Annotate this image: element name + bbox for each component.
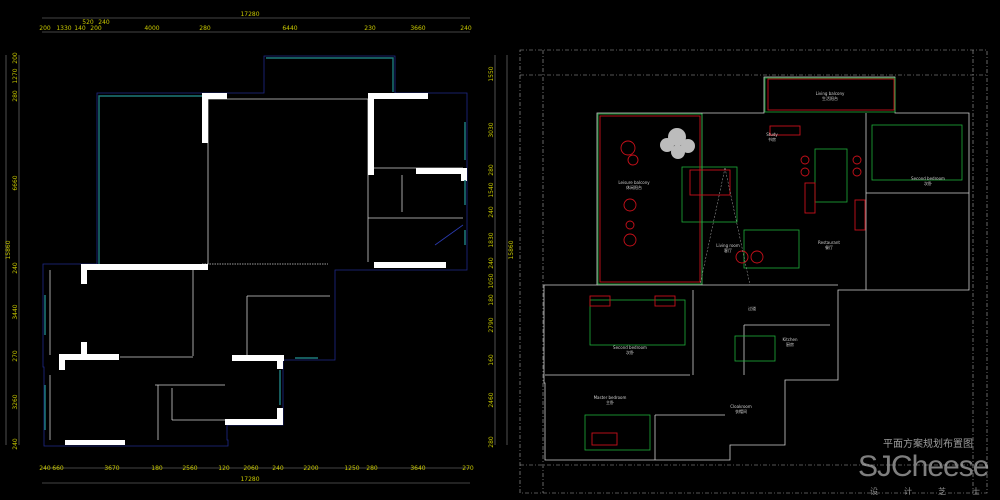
dims-bottom: 240 660 3670 180 2560 120 2060 240 2200 … xyxy=(39,465,474,472)
room-label-zh: 生活阳台 xyxy=(822,95,838,101)
dim: 1250 xyxy=(344,465,359,472)
room-label-en: Second bedroom xyxy=(911,176,945,181)
room-label-en: Study xyxy=(766,132,778,137)
room-label-en: Living balcony xyxy=(816,91,845,96)
left-plan-walls xyxy=(59,93,467,445)
dim: 1330 xyxy=(56,25,71,32)
room-label-en: Second bedroom xyxy=(613,345,647,350)
dims-right: 1550 3030 280 1540 240 1830 240 1050 180… xyxy=(488,66,495,448)
dim: 240 xyxy=(98,19,110,26)
room-label-zh: 主卧 xyxy=(606,399,614,405)
dim-left-total: 15860 xyxy=(5,240,12,259)
dim: 240 xyxy=(488,206,495,218)
dim: 200 xyxy=(12,52,19,64)
dim: 140 xyxy=(74,25,86,32)
dim: 280 xyxy=(366,465,378,472)
dims-top: 200 1330 140 520 200 240 4000 280 6440 2… xyxy=(39,19,472,32)
watermark-subtitle: 设计芝士 xyxy=(870,487,1000,496)
dim: 6660 xyxy=(12,175,19,190)
dim: 200 xyxy=(39,25,51,32)
left-floor-plan xyxy=(42,55,468,447)
corridor-label: 过道 xyxy=(748,305,756,311)
dim: 200 xyxy=(90,25,102,32)
dimension-lines-left-plan xyxy=(5,17,508,484)
dim: 3660 xyxy=(410,25,425,32)
watermark-logo: SJCheese xyxy=(858,450,989,483)
left-plan-windows xyxy=(44,122,466,430)
dim: 280 xyxy=(12,90,19,102)
dim: 1550 xyxy=(488,66,495,81)
drawing-title: 平面方案规划布置图 xyxy=(883,439,973,450)
dim: 230 xyxy=(364,25,376,32)
dim: 2560 xyxy=(182,465,197,472)
room-label-en: Cloakroom xyxy=(730,404,752,409)
room-label-zh: 次卧 xyxy=(924,180,932,186)
dim: 3440 xyxy=(12,304,19,319)
dim-right-total: 15860 xyxy=(508,240,515,259)
room-label-en: Kitchen xyxy=(782,337,797,342)
dim: 240 xyxy=(12,438,19,450)
dim: 240 xyxy=(460,25,472,32)
dim: 240 xyxy=(272,465,284,472)
plant-icon xyxy=(660,128,695,159)
dim: 270 xyxy=(12,350,19,362)
dim: 120 xyxy=(218,465,230,472)
room-label-zh: 书房 xyxy=(768,136,776,142)
dim: 240 xyxy=(488,257,495,269)
dim: 240 xyxy=(39,465,51,472)
room-label-en: Master bedroom xyxy=(594,395,627,400)
dim: 2200 xyxy=(303,465,318,472)
dim: 660 xyxy=(52,465,64,472)
dim: 280 xyxy=(488,436,495,448)
right-plan-red-furniture xyxy=(589,78,895,446)
right-plan-green xyxy=(584,77,963,451)
dim: 3030 xyxy=(488,122,495,137)
room-label-zh: 衣帽间 xyxy=(735,408,747,414)
dim: 2460 xyxy=(488,392,495,407)
dim-top-total: 17280 xyxy=(240,11,259,18)
dim: 270 xyxy=(462,465,474,472)
dim: 2060 xyxy=(243,465,258,472)
dim: 3670 xyxy=(104,465,119,472)
living-room-light-cone xyxy=(699,167,751,286)
dim: 180 xyxy=(151,465,163,472)
dims-left: 200 1270 280 6660 240 3440 270 3260 240 xyxy=(12,52,19,450)
room-label-en: Restaurant xyxy=(818,240,840,245)
dim: 240 xyxy=(12,262,19,274)
room-label-zh: 厨房 xyxy=(786,341,794,347)
room-label-zh: 客厅 xyxy=(724,247,732,253)
room-label-zh: 餐厅 xyxy=(825,244,833,250)
dim: 1270 xyxy=(12,68,19,83)
dim: 160 xyxy=(488,354,495,366)
dim: 280 xyxy=(199,25,211,32)
dim: 1540 xyxy=(488,182,495,197)
dim: 6440 xyxy=(282,25,297,32)
right-plan-room-labels: Living balcony 生活阳台 Study 书房 Leisure bal… xyxy=(594,91,945,414)
room-label-en: Leisure balcony xyxy=(618,180,650,185)
room-label-zh: 休闲阳台 xyxy=(626,184,642,190)
dim: 3260 xyxy=(12,394,19,409)
dim: 1050 xyxy=(488,273,495,288)
room-label-en: Living room xyxy=(716,243,740,248)
dim: 3640 xyxy=(410,465,425,472)
dim-bottom-total: 17280 xyxy=(240,476,259,483)
right-plan-frame xyxy=(519,49,988,494)
room-label-zh: 次卧 xyxy=(626,349,634,355)
dim: 520 xyxy=(82,19,94,26)
dim: 2790 xyxy=(488,317,495,332)
dim: 1830 xyxy=(488,232,495,247)
dim: 280 xyxy=(488,164,495,176)
dim: 180 xyxy=(488,294,495,306)
dim: 4000 xyxy=(144,25,159,32)
